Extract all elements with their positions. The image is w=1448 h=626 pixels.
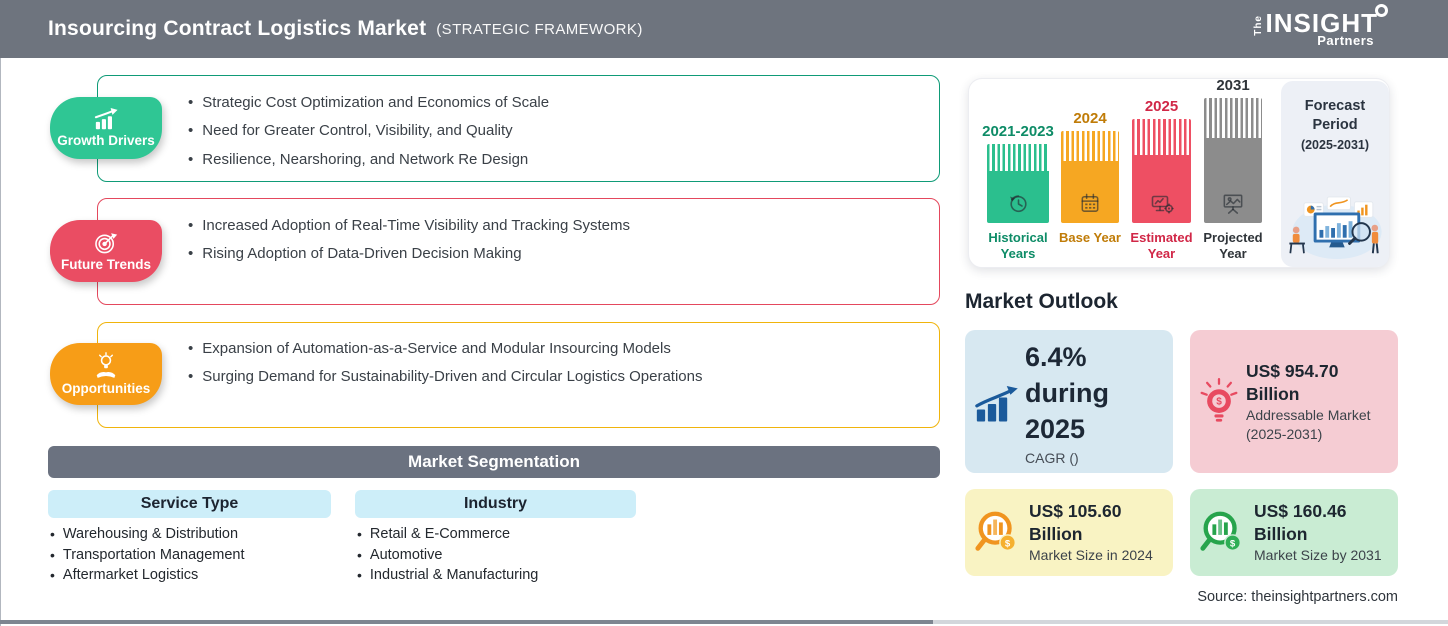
forecast-range: (2025-2031) xyxy=(1300,138,1370,152)
service-type-list: Warehousing & Distribution Transportatio… xyxy=(50,524,245,586)
growth-drivers-list: Strategic Cost Optimization and Economic… xyxy=(188,88,549,174)
monitor-gear-icon xyxy=(1151,195,1174,214)
bar-year-label: 2025 xyxy=(1144,98,1179,115)
svg-text:$: $ xyxy=(1216,396,1222,407)
cagr-value: 2025 xyxy=(1025,414,1086,444)
forecast-period-panel: Forecast Period (2025-2031) xyxy=(1281,81,1389,267)
bulb-hand-icon xyxy=(96,352,116,378)
future-trends-list: Increased Adoption of Real-Time Visibili… xyxy=(188,211,630,268)
market-segmentation-header: Market Segmentation xyxy=(48,446,940,478)
growth-drivers-pill: Growth Drivers xyxy=(50,97,162,159)
projection-screen-icon xyxy=(1223,194,1243,214)
target-icon xyxy=(95,233,118,254)
bar-chart-growth-icon xyxy=(94,108,118,130)
cagr-card: 6.4% during 2025 CAGR () xyxy=(965,330,1173,473)
scrollbar-track[interactable] xyxy=(933,620,1448,624)
industry-list: Retail & E-Commerce Automotive Industria… xyxy=(357,524,538,586)
logo-main: INSIGHT Partners xyxy=(1265,3,1388,48)
service-type-header: Service Type xyxy=(48,490,331,518)
timeline-card: 2021-2023 Historical Years 2024 xyxy=(968,77,1390,268)
list-item: Increased Adoption of Real-Time Visibili… xyxy=(188,211,630,240)
list-item: Industrial & Manufacturing xyxy=(357,565,538,586)
growth-drivers-label: Growth Drivers xyxy=(57,133,155,148)
calendar-icon xyxy=(1081,193,1099,212)
list-item: Retail & E-Commerce xyxy=(357,524,538,545)
list-item: Surging Demand for Sustainability-Driven… xyxy=(188,363,702,392)
addressable-market-card: $ US$ 954.70 Billion Addressable Market … xyxy=(1190,330,1398,473)
magnifier-chart-icon: $ xyxy=(975,511,1017,551)
svg-text:$: $ xyxy=(1230,538,1236,549)
bulb-dollar-icon: $ xyxy=(1200,377,1238,422)
bar-caption: Historical Years xyxy=(988,230,1048,261)
bar-stripes xyxy=(1132,119,1191,155)
bar-stripes xyxy=(1061,131,1119,161)
bar-caption: Projected Year xyxy=(1203,230,1263,261)
bar-year-label: 2024 xyxy=(1073,110,1107,127)
bar-stripes xyxy=(987,144,1049,171)
bar-year-label: 2031 xyxy=(1216,77,1250,94)
card-caption: Market Size by 2031 xyxy=(1254,547,1382,563)
bar-caption: Estimated Year xyxy=(1130,230,1193,261)
magnifier-chart-icon: $ xyxy=(1200,511,1242,551)
header-bar: Insourcing Contract Logistics Market (ST… xyxy=(0,0,1448,58)
future-trends-label: Future Trends xyxy=(60,257,151,272)
list-item: Warehousing & Distribution xyxy=(50,524,245,545)
history-clock-icon xyxy=(1010,195,1027,213)
market-size-2024-card: $ US$ 105.60 Billion Market Size in 2024 xyxy=(965,489,1173,576)
growth-chart-icon xyxy=(975,386,1018,422)
analytics-illustration xyxy=(1289,196,1382,260)
market-outlook-title: Market Outlook xyxy=(965,290,1118,313)
cagr-value: during xyxy=(1025,378,1109,408)
cagr-value: 6.4% xyxy=(1025,342,1087,372)
magnifier-icon xyxy=(1375,3,1388,17)
timeline-bar-estimated: 2025 xyxy=(1132,98,1191,223)
bar-caption: Base Year xyxy=(1059,230,1121,245)
forecast-line: Forecast xyxy=(1304,98,1366,114)
card-value: US$ 954.70 xyxy=(1246,360,1339,381)
scrollbar-thumb[interactable] xyxy=(0,620,933,624)
industry-header: Industry xyxy=(355,490,636,518)
market-size-2031-card: $ US$ 160.46 Billion Market Size by 2031 xyxy=(1190,489,1398,576)
timeline-bar-historical: 2021-2023 xyxy=(982,123,1054,223)
opportunities-pill: Opportunities xyxy=(50,343,162,405)
opportunities-list: Expansion of Automation-as-a-Service and… xyxy=(188,334,703,392)
list-item: Transportation Management xyxy=(50,545,245,566)
forecast-line: Period xyxy=(1312,117,1358,133)
list-item: Aftermarket Logistics xyxy=(50,565,245,586)
page-subtitle: (STRATEGIC FRAMEWORK) xyxy=(436,20,643,38)
timeline-bar-projected: 2031 xyxy=(1204,77,1262,223)
card-unit: Billion xyxy=(1029,524,1083,544)
bar-year-label: 2021-2023 xyxy=(982,123,1054,140)
logo-insight-text: INSIGHT xyxy=(1265,7,1378,38)
source-attribution: Source: theinsightpartners.com xyxy=(1197,589,1398,605)
cagr-caption: CAGR () xyxy=(1025,450,1079,466)
list-item: Automotive xyxy=(357,545,538,566)
list-item: Need for Greater Control, Visibility, an… xyxy=(188,117,549,146)
card-value: US$ 105.60 xyxy=(1029,501,1122,521)
page-left-border xyxy=(0,58,1,626)
list-item: Strategic Cost Optimization and Economic… xyxy=(188,88,549,117)
list-item: Rising Adoption of Data-Driven Decision … xyxy=(188,240,630,269)
insight-partners-logo: The INSIGHT Partners xyxy=(1252,3,1388,48)
card-unit: Billion xyxy=(1246,383,1300,404)
svg-text:$: $ xyxy=(1005,538,1011,549)
page-title: Insourcing Contract Logistics Market xyxy=(48,17,427,40)
card-caption: (2025-2031) xyxy=(1246,425,1323,442)
card-caption: Addressable Market xyxy=(1246,406,1371,423)
logo-the-text: The xyxy=(1252,14,1264,36)
list-item: Expansion of Automation-as-a-Service and… xyxy=(188,334,703,363)
card-caption: Market Size in 2024 xyxy=(1029,547,1153,563)
future-trends-pill: Future Trends xyxy=(50,220,162,282)
card-value: US$ 160.46 xyxy=(1254,501,1347,521)
timeline-bar-base: 2024 xyxy=(1061,110,1119,223)
list-item: Resilience, Nearshoring, and Network Re … xyxy=(188,145,549,174)
logo-partners-text: Partners xyxy=(1317,32,1374,48)
bar-stripes xyxy=(1204,98,1262,138)
card-unit: Billion xyxy=(1254,524,1308,544)
opportunities-label: Opportunities xyxy=(61,381,151,396)
